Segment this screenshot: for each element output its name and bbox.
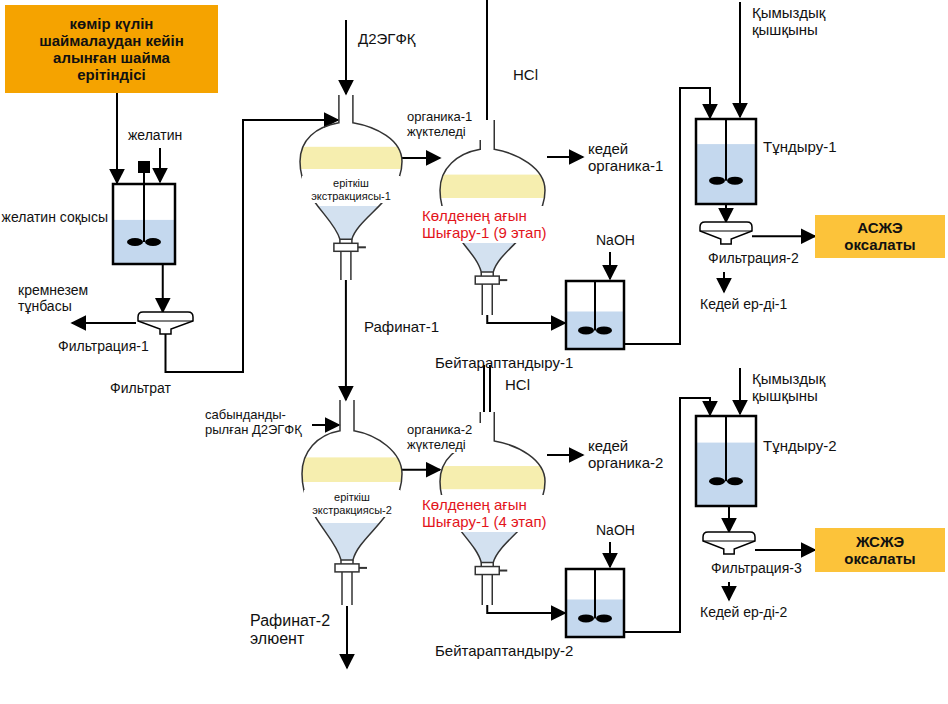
flow-arrow	[487, 315, 565, 323]
stirred-tank: Бейтараптандыру-2	[565, 568, 625, 638]
unit-label: Фильтрация-1	[58, 338, 149, 354]
oxalic-feed	[739, 2, 741, 117]
unit-label: Тұндыру-2	[763, 437, 837, 454]
stream-label: желатин	[128, 127, 182, 143]
stream-label: кедей органика-2	[588, 437, 673, 472]
box-label: көмір күлін шаймалаудан кейін алынған ша…	[33, 15, 190, 84]
unit-label: еріткіш экстракциясы-1	[302, 176, 400, 203]
stream-label: органика-1 жүктеледі	[405, 110, 484, 140]
poor-solution-out	[723, 272, 725, 292]
stream-label: Кедей ер-ді-1	[700, 296, 787, 312]
stream-label: Қымыздық қышқыны	[752, 370, 852, 405]
flow-arrow	[116, 93, 118, 183]
flow-arrow	[728, 507, 730, 532]
unit-label: Бейтараптандыру-2	[435, 642, 573, 659]
stream-label: NaOH	[596, 232, 635, 248]
separating-funnel: еріткіш экстракциясы-1	[300, 95, 402, 280]
stream-label: Рафинат-1	[362, 318, 441, 335]
saponified-feed	[312, 424, 339, 426]
stirred-tank: Бейтараптандыру-1	[565, 280, 625, 350]
poor-organic-out	[547, 156, 583, 158]
filter-unit-outline	[700, 222, 752, 244]
separating-funnel: Көлденең ағын Шығару-1 (9 этап)	[440, 120, 545, 315]
stirred-tank: Тұндыру-1	[695, 118, 757, 205]
stream-label: Рафинат-2 элюент	[250, 612, 338, 649]
flow-arrow	[487, 605, 565, 613]
alkali-feed	[609, 542, 611, 567]
poor-solution-out	[728, 582, 730, 600]
flow-arrow	[755, 549, 815, 551]
box-label: ЖСЖЭ оксалаты	[843, 533, 917, 568]
unit-label: Фильтрация-3	[711, 560, 802, 576]
stirred-tank-outline	[695, 118, 757, 205]
stream-label: Қымыздық қышқыны	[752, 4, 852, 39]
stream-label: кедей органика-1	[588, 140, 673, 175]
stirred-tank: желатин соқысы	[112, 183, 176, 265]
stirred-tank-outline	[565, 280, 625, 350]
flow-arrow	[402, 469, 440, 471]
filter-unit: Фильтрация-2	[700, 222, 752, 244]
unit-label: Көлденең ағын Шығару-1 (4 этап)	[420, 495, 555, 532]
flow-arrow	[725, 205, 727, 222]
flow-arrow	[162, 265, 164, 312]
stream-label: кремнезем тұнбасы	[18, 282, 113, 314]
stream-label: органика-2 жүктеледі	[405, 423, 484, 453]
flow-arrow	[345, 280, 347, 400]
stream-label: NaOH	[596, 522, 635, 538]
filter-unit-outline	[703, 532, 755, 554]
stream-label: Фильтрат	[108, 380, 173, 396]
unit-label: Көлденең ағын Шығару-1 (9 этап)	[420, 206, 555, 243]
stirred-tank: Тұндыру-2	[695, 415, 757, 507]
filter-unit: Фильтрация-1	[138, 312, 193, 334]
product-box: көмір күлін шаймалаудан кейін алынған ша…	[5, 5, 218, 93]
alkali-feed	[609, 252, 611, 279]
oxalic-feed	[739, 368, 741, 414]
unit-label: Бейтараптандыру-1	[435, 354, 573, 371]
stirred-tank-outline	[565, 568, 625, 638]
product-box: АСЖЭ оксалаты	[815, 215, 945, 258]
separating-funnel: еріткіш экстракциясы-2	[302, 400, 402, 605]
poor-organic-out	[547, 454, 583, 456]
stream-label: HCl	[505, 376, 530, 393]
unit-label: Фильтрация-2	[708, 250, 799, 266]
product-box: ЖСЖЭ оксалаты	[815, 528, 945, 572]
filter-unit: Фильтрация-3	[703, 532, 755, 554]
box-label: АСЖЭ оксалаты	[843, 219, 917, 254]
unit-label: желатин соқысы	[2, 209, 108, 225]
stream-label: HCl	[513, 66, 538, 83]
stream-label: Д2ЭГФҚ	[358, 30, 416, 47]
gelatin-feed	[159, 148, 161, 182]
stirred-tank-outline	[112, 183, 176, 265]
acid-feed	[483, 365, 485, 412]
stream-label: сабынданды- рылған Д2ЭГФҚ	[205, 408, 310, 438]
unit-label: еріткіш экстракциясы-2	[304, 490, 400, 517]
flow-arrow	[402, 157, 440, 159]
silica-out	[72, 322, 136, 324]
acid-feed	[489, 365, 491, 412]
stirred-tank-outline	[695, 415, 757, 507]
filter-unit-outline	[138, 312, 193, 334]
extractant-feed	[345, 20, 347, 94]
stream-label: Кедей ер-ді-2	[700, 604, 787, 620]
unit-label: Тұндыру-1	[763, 138, 837, 155]
raffinate-out	[346, 606, 348, 668]
acid-feed	[486, 0, 488, 120]
flow-arrow	[752, 235, 815, 237]
